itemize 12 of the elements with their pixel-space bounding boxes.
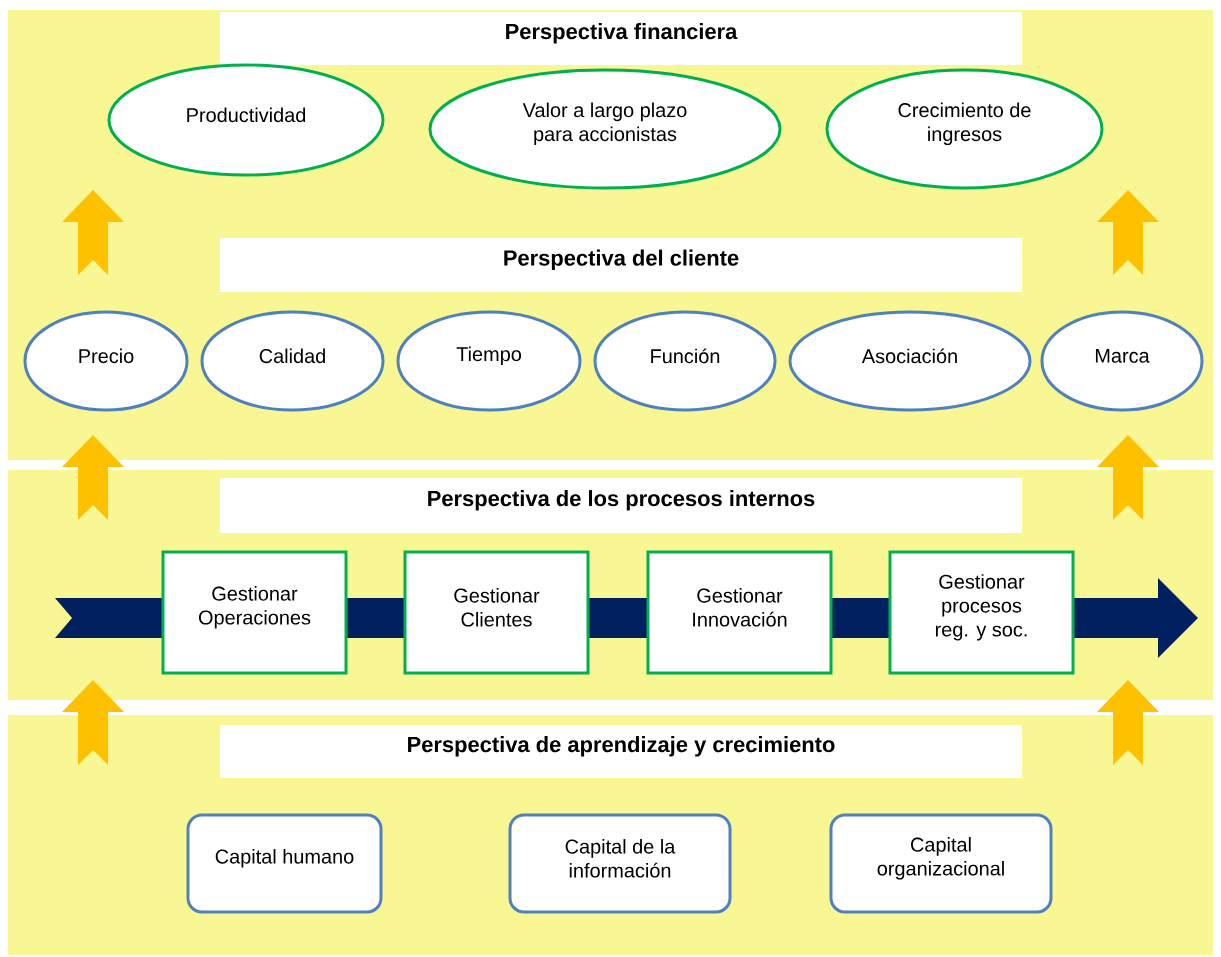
process-box: Gestionar Operaciones — [161, 550, 348, 675]
process-box: Gestionar Innovación — [646, 550, 833, 675]
header-bar: Perspectiva financiera — [220, 12, 1022, 65]
process-box: Gestionar procesos reg. y soc. — [888, 550, 1075, 675]
process-box: Gestionar Clientes — [403, 550, 590, 675]
header-bar: Perspectiva de los procesos internos — [220, 478, 1022, 533]
capability-box: Capital humano — [186, 813, 383, 914]
header-bar: Perspectiva del cliente — [220, 238, 1022, 292]
capability-box: Capital de la información — [508, 813, 732, 914]
header-bar: Perspectiva de aprendizaje y crecimiento — [220, 725, 1022, 778]
node-label: Perspectiva financiera — [506, 23, 738, 44]
capability-box: Capital organizacional — [829, 813, 1053, 914]
